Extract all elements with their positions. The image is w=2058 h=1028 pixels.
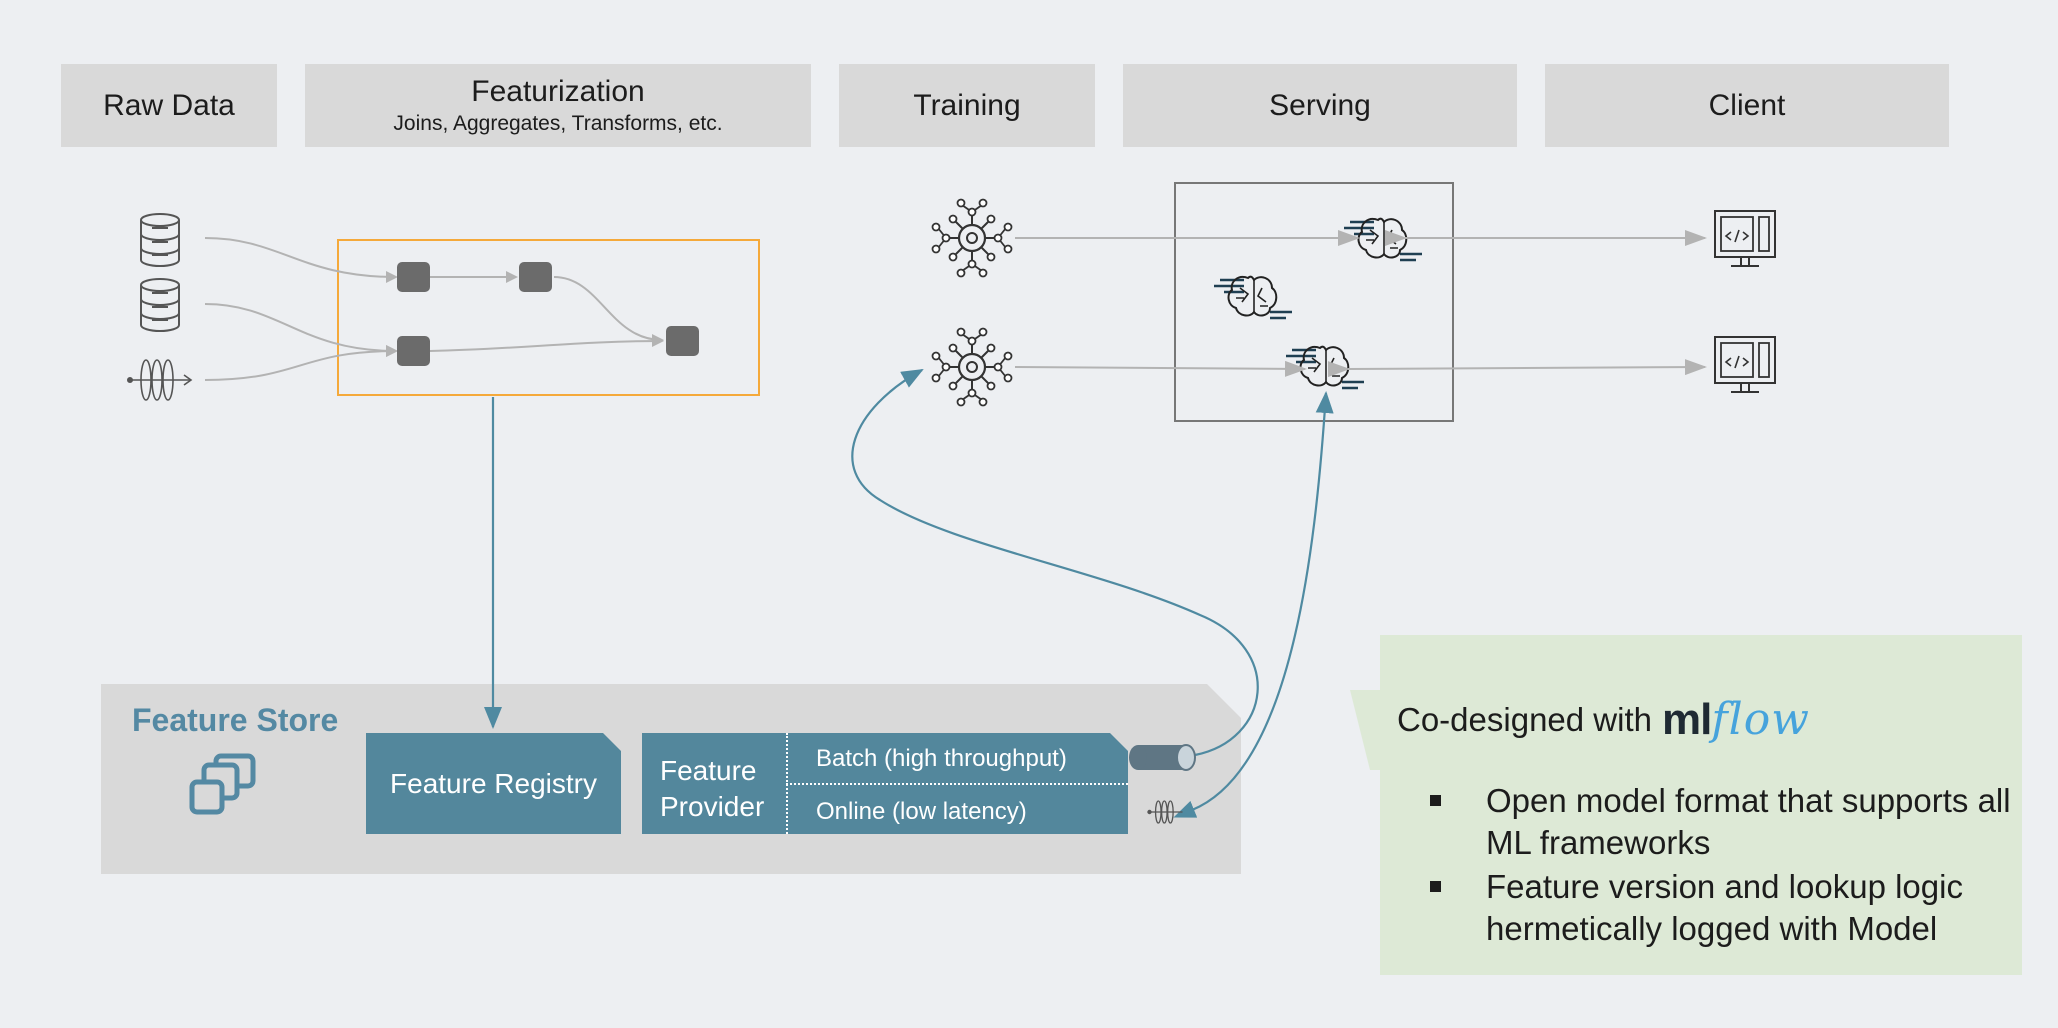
- batch-to-training-arrow: [851, 369, 1259, 757]
- header-raw-data-label: Raw Data: [103, 89, 235, 122]
- neural-network-icon: [931, 198, 1013, 278]
- code-monitor-icon: [1714, 210, 1776, 267]
- node-to-node-arrow: [553, 276, 664, 346]
- transform-node: [397, 336, 430, 366]
- neural-network-icon: [931, 327, 1013, 407]
- header-serving-label: Serving: [1269, 89, 1371, 122]
- raw-to-node-arrow: [204, 345, 398, 381]
- brain-model-icon: [1284, 345, 1366, 390]
- online-serving-arrow: [1173, 391, 1334, 818]
- database-icon: [140, 213, 180, 267]
- mlflow-logo-flow: flow: [1711, 694, 1810, 745]
- header-featurization-label: Featurization: [471, 75, 645, 109]
- stream-icon: [126, 359, 192, 401]
- database-icon: [140, 278, 180, 332]
- mlflow-logo-ml: ml: [1661, 695, 1712, 744]
- transform-node: [397, 262, 430, 292]
- callout-bullet-item: Feature version and lookup logic hermeti…: [1424, 866, 2014, 950]
- transform-node: [666, 326, 699, 356]
- header-featurization-subtitle: Joins, Aggregates, Transforms, etc.: [393, 112, 723, 136]
- raw-to-node-arrow: [204, 303, 398, 357]
- batch-store-label: Batch (high throughput): [816, 745, 1067, 772]
- callout-bullet-list: Open model format that supports all ML f…: [1424, 780, 2014, 952]
- feature-registry-label: Feature Registry: [390, 767, 597, 799]
- callout-box: [1380, 635, 2022, 975]
- serving-client-arrow: [1327, 359, 1707, 378]
- brain-model-icon: [1212, 275, 1294, 320]
- raw-to-node-arrow: [204, 237, 398, 283]
- stream-icon: [1147, 800, 1183, 824]
- code-monitor-icon: [1714, 336, 1776, 393]
- callout-title-prefix: Co-designed with: [1397, 700, 1652, 738]
- feature-provider-box: Feature Provider Batch (high throughput)…: [642, 733, 1128, 834]
- header-training-label: Training: [913, 89, 1021, 122]
- layers-icon: [189, 753, 256, 815]
- header-raw-data: Raw Data: [61, 64, 277, 147]
- online-store-label: Online (low latency): [816, 798, 1027, 825]
- node-to-node-arrow: [429, 335, 664, 352]
- feature-provider-label: Feature Provider: [660, 753, 764, 825]
- feature-store-title: Feature Store: [132, 702, 339, 738]
- header-training: Training: [839, 64, 1095, 147]
- transform-node: [519, 262, 552, 292]
- feature-provider-label-line2: Provider: [660, 791, 765, 822]
- header-featurization: Featurization Joins, Aggregates, Transfo…: [305, 64, 811, 147]
- header-client: Client: [1545, 64, 1949, 147]
- provider-horizontal-divider: [786, 783, 1128, 785]
- callout-bullet-item: Open model format that supports all ML f…: [1424, 780, 2014, 864]
- feature-registry-box: Feature Registry: [366, 733, 621, 834]
- featurization-box: [337, 239, 760, 396]
- feature-provider-label-line1: Feature: [660, 755, 757, 786]
- brain-model-icon: [1342, 217, 1424, 262]
- training-to-serving-arrow: [1014, 360, 1307, 377]
- cylinder-icon: [1129, 744, 1196, 771]
- header-client-label: Client: [1708, 89, 1786, 122]
- header-serving: Serving: [1123, 64, 1517, 147]
